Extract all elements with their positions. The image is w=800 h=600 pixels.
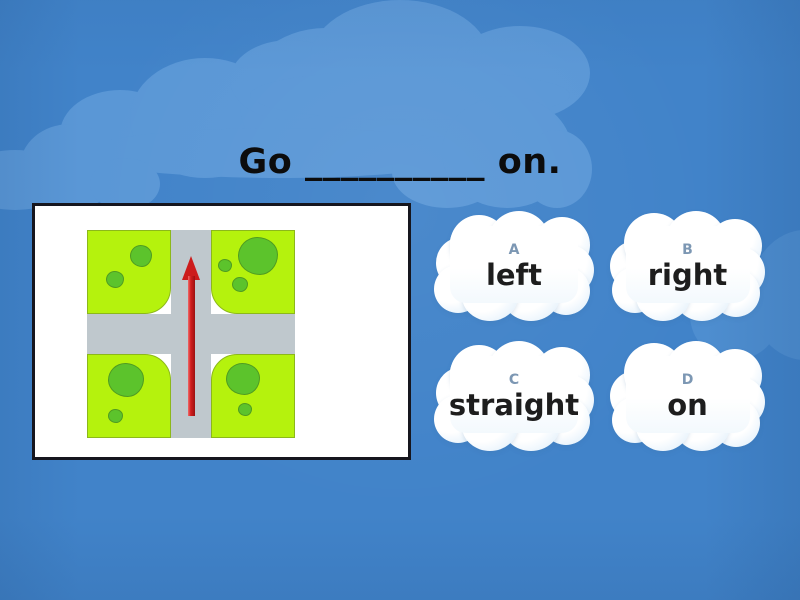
answer-option-c[interactable]: C straight (434, 341, 594, 451)
arrow-shaft (188, 276, 195, 416)
grass-quadrant-bottom-right (211, 354, 295, 438)
answer-content: D on (610, 341, 765, 451)
option-label-d: on (667, 387, 708, 422)
answer-option-a[interactable]: A left (434, 211, 594, 321)
bush-icon (106, 271, 124, 288)
bush-icon (108, 409, 123, 423)
answer-content: C straight (434, 341, 594, 451)
bush-icon (232, 277, 248, 292)
option-label-b: right (647, 257, 728, 292)
tree-icon (238, 237, 278, 275)
answer-option-d[interactable]: D on (610, 341, 765, 451)
background-cloud-top-center (230, 0, 590, 120)
bush-icon (218, 259, 232, 272)
tree-icon (108, 363, 144, 397)
answer-content: A left (434, 211, 594, 321)
bush-icon (238, 403, 252, 416)
cloud-face (625, 226, 750, 304)
option-letter-d: D (681, 371, 694, 388)
bush-icon (130, 245, 152, 267)
crossroads-illustration (87, 230, 295, 438)
question-image-frame (32, 203, 411, 460)
option-letter-b: B (682, 241, 693, 258)
answer-option-b[interactable]: B right (610, 211, 765, 321)
answer-content: B right (610, 211, 765, 321)
tree-icon (226, 363, 260, 395)
direction-arrow-up-icon (182, 256, 200, 416)
option-label-a: left (485, 257, 543, 292)
grass-quadrant-bottom-left (87, 354, 171, 438)
arrow-head (182, 256, 200, 280)
option-letter-a: A (508, 241, 520, 258)
cloud-face (625, 356, 750, 434)
option-label-c: straight (448, 387, 580, 422)
cloud-face (450, 356, 578, 434)
grass-quadrant-top-left (87, 230, 171, 314)
cloud-face (450, 226, 578, 304)
option-letter-c: C (508, 371, 520, 388)
question-text: Go __________ on. (238, 142, 562, 182)
grass-quadrant-top-right (211, 230, 295, 314)
